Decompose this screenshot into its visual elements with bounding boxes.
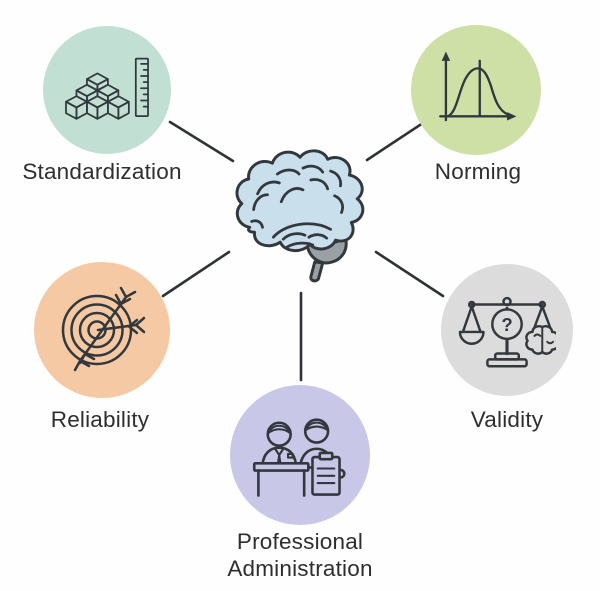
label-professional-administration: Professional Administration <box>227 529 373 582</box>
connector-standardization <box>168 120 235 163</box>
person-left <box>261 421 298 466</box>
ruler-icon <box>134 57 149 118</box>
node-standardization <box>43 26 171 154</box>
brain-gyri <box>250 164 344 249</box>
connector-reliability <box>161 250 231 298</box>
label-validity: Validity <box>470 407 544 432</box>
label-reliability: Reliability <box>50 407 150 432</box>
node-reliability <box>34 262 170 398</box>
label-standardization: Standardization <box>22 159 182 184</box>
target-arrows-icon <box>61 286 146 372</box>
brain-icon <box>228 143 376 288</box>
label-norming: Norming <box>434 159 522 184</box>
node-professional-administration <box>230 385 370 525</box>
question-mark: ? <box>501 314 512 335</box>
examiner-clipboard-icon <box>252 418 346 497</box>
desk <box>252 462 310 497</box>
brain-cortex <box>235 149 365 253</box>
balance-scale-brain-icon: ? <box>458 296 556 368</box>
node-norming <box>411 25 541 155</box>
connector-norming <box>365 119 428 162</box>
node-validity: ? <box>441 264 573 396</box>
small-brain-icon <box>525 325 556 355</box>
brain-stem <box>309 260 325 283</box>
connector-validity <box>374 250 445 298</box>
stacked-blocks-ruler-icon <box>65 57 149 120</box>
bell-curve-chart-icon <box>439 51 517 122</box>
clipboard-icon <box>311 451 346 496</box>
